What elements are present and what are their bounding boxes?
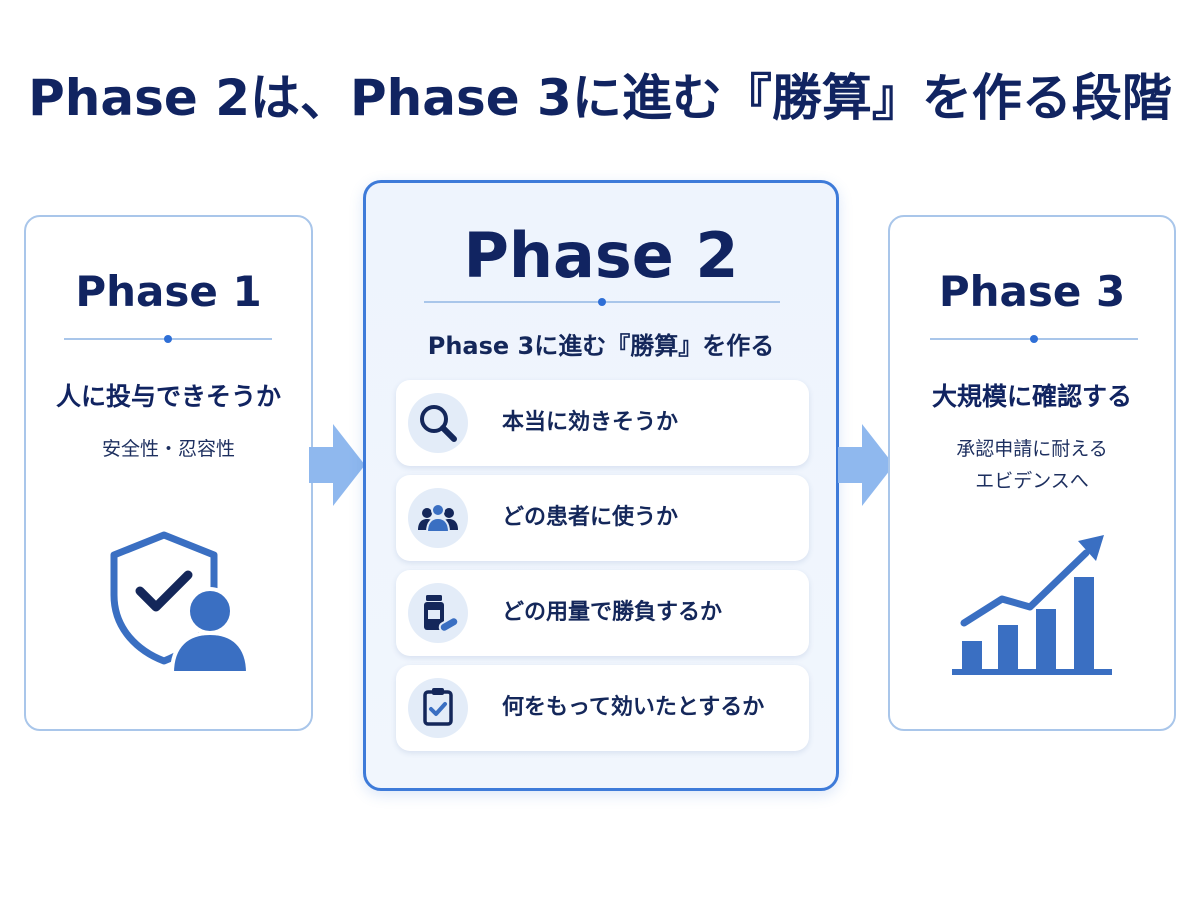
arrow-right-icon xyxy=(838,424,894,506)
phase2-subtitle: Phase 3に進む『勝算』を作る xyxy=(427,332,775,360)
phase3-subtitle-line1: 承認申請に耐える xyxy=(956,438,1108,460)
page-title: Phase 2は、Phase 3に進む『勝算』を作る段階 xyxy=(28,69,1172,127)
phase2-divider xyxy=(424,298,780,306)
phase2-item-label: 何をもって効いたとするか xyxy=(502,695,765,720)
growth-chart-icon xyxy=(952,535,1112,675)
phase1-subtitle: 安全性・忍容性 xyxy=(101,438,235,460)
arrow-right-icon xyxy=(309,424,365,506)
divider-dot xyxy=(1030,335,1038,343)
medicine-bottle-icon xyxy=(408,583,468,643)
magnifier-icon xyxy=(408,393,468,453)
phase2-item-label: 本当に効きそうか xyxy=(502,410,679,435)
divider-dot xyxy=(164,335,172,343)
phase2-item: どの患者に使うか xyxy=(396,475,809,561)
shield-person-icon xyxy=(110,531,251,675)
phase3-subtitle-line2: エビデンスへ xyxy=(975,470,1089,492)
phase2-item: 本当に効きそうか xyxy=(396,380,809,466)
phase2-card: Phase 2 Phase 3に進む『勝算』を作る 本当に効きそうか xyxy=(363,180,839,791)
phase2-item-label: どの用量で勝負するか xyxy=(502,600,723,625)
phase3-subtitle: 承認申請に耐える エビデンスへ xyxy=(890,433,1174,497)
phase2-title: Phase 2 xyxy=(463,219,739,292)
phase1-title: Phase 1 xyxy=(75,267,262,316)
phase2-item-label: どの患者に使うか xyxy=(502,505,679,530)
phase3-card: Phase 3 大規模に確認する 承認申請に耐える エビデンスへ xyxy=(888,215,1176,731)
phase1-heading: 人に投与できそうか xyxy=(55,382,281,411)
phase3-title: Phase 3 xyxy=(938,267,1126,316)
phase2-item: どの用量で勝負するか xyxy=(396,570,809,656)
phase1-divider xyxy=(64,335,272,343)
phase2-item: 何をもって効いたとするか xyxy=(396,665,809,751)
phase3-divider xyxy=(930,335,1138,343)
phase3-heading: 大規模に確認する xyxy=(931,382,1132,411)
divider-dot xyxy=(598,298,606,306)
patient-group-icon xyxy=(408,488,468,548)
checklist-clipboard-icon xyxy=(408,678,468,738)
phase1-card: Phase 1 人に投与できそうか 安全性・忍容性 xyxy=(24,215,313,731)
